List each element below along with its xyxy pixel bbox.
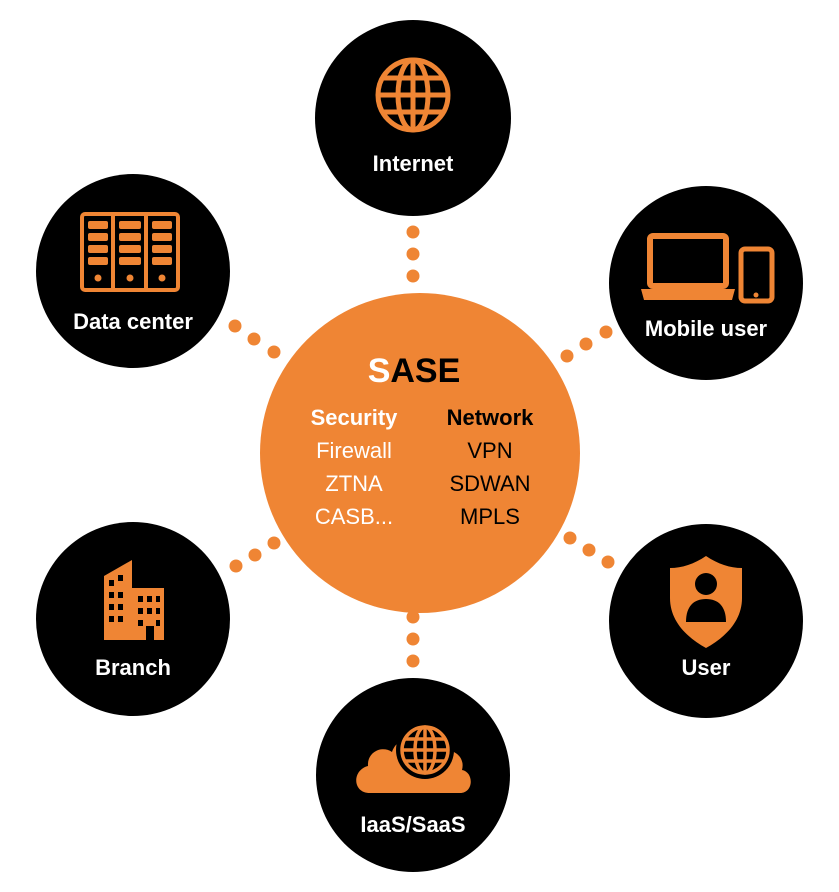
- security-item: ZTNA: [325, 471, 383, 496]
- network-item: MPLS: [460, 504, 520, 529]
- network-item: SDWAN: [449, 471, 530, 496]
- node-user: User: [609, 524, 803, 718]
- building-icon: [104, 560, 164, 640]
- network-heading: Network: [447, 405, 535, 430]
- connector-data-center: [228, 319, 281, 359]
- node-label: Data center: [73, 309, 193, 334]
- security-item: Firewall: [316, 438, 392, 463]
- node-branch: Branch: [36, 522, 230, 716]
- node-label: Branch: [95, 655, 171, 680]
- node-label: IaaS/SaaS: [360, 812, 465, 837]
- user-shield-icon: [670, 556, 742, 648]
- node-data-center: Data center: [36, 174, 230, 368]
- cloud-globe-icon: [356, 721, 471, 793]
- sase-circle: [260, 293, 580, 613]
- node-circle: [36, 174, 230, 368]
- laptop-phone-icon: [641, 233, 775, 304]
- node-label: Mobile user: [645, 316, 768, 341]
- network-item: VPN: [467, 438, 512, 463]
- security-heading: Security: [311, 405, 399, 430]
- connector-iaas-saas: [406, 610, 420, 668]
- node-iaas-saas: IaaS/SaaS: [316, 678, 510, 872]
- node-label: User: [682, 655, 731, 680]
- connector-internet: [406, 225, 420, 283]
- node-label: Internet: [373, 151, 454, 176]
- globe-icon: [375, 57, 451, 133]
- connector-user: [563, 531, 615, 569]
- security-item: CASB...: [315, 504, 393, 529]
- node-internet: Internet: [315, 20, 511, 216]
- sase-hub: SASE Security Firewall ZTNA CASB... Netw…: [260, 293, 580, 613]
- sase-title: SASE: [368, 352, 461, 390]
- connector-mobile-user: [560, 325, 613, 363]
- server-rack-icon: [80, 212, 180, 292]
- node-mobile-user: Mobile user: [609, 186, 803, 380]
- connector-branch: [229, 536, 281, 573]
